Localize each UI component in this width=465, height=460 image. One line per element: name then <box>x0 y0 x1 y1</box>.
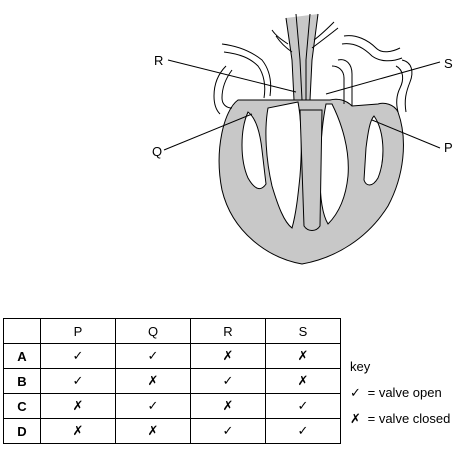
table-cell: ✗ <box>190 343 266 369</box>
table-cell: ✗ <box>40 418 116 444</box>
key-legend: key ✓ = valve open ✗ = valve closed <box>350 354 450 432</box>
table-cell: ✓ <box>265 418 341 444</box>
vessel-right-upper <box>341 35 403 62</box>
septum <box>299 109 323 231</box>
table-cell: ✓ <box>40 368 116 394</box>
label-s: S <box>444 56 453 71</box>
table-cell: ✗ <box>40 393 116 419</box>
valve-table: P Q R S A ✓ ✓ ✗ ✗ B ✓ ✗ ✓ ✗ C ✗ ✓ ✗ ✓ D … <box>3 318 341 444</box>
table-cell: ✗ <box>115 368 191 394</box>
col-header-s: S <box>265 318 341 344</box>
table-corner <box>3 318 41 344</box>
vena-cava <box>213 65 233 115</box>
col-header-q: Q <box>115 318 191 344</box>
leader-line-q <box>163 113 253 151</box>
key-title: key <box>350 359 371 374</box>
right-atrium-cavity <box>241 111 267 189</box>
col-header-r: R <box>190 318 266 344</box>
table-row: C ✗ ✓ ✗ ✓ <box>3 393 341 419</box>
col-header-p: P <box>40 318 116 344</box>
check-icon: ✓ <box>350 385 361 400</box>
row-label-a: A <box>3 343 41 369</box>
key-open-entry: ✓ = valve open <box>350 380 450 406</box>
aorta-branch-right <box>311 21 339 49</box>
table-cell: ✗ <box>190 393 266 419</box>
table-cell: ✓ <box>40 343 116 369</box>
aorta-branch-left <box>271 29 293 53</box>
cross-icon: ✗ <box>350 411 361 426</box>
vessel-right-mid <box>331 59 353 106</box>
table-cell: ✗ <box>265 368 341 394</box>
heart-diagram: R S Q P <box>152 13 453 265</box>
row-label-d: D <box>3 418 41 444</box>
key-closed-text: = valve closed <box>367 411 451 426</box>
leader-line-s <box>325 61 441 95</box>
table-header-row: P Q R S <box>3 318 341 344</box>
aorta-inner <box>295 13 311 101</box>
table-cell: ✓ <box>115 393 191 419</box>
table-cell: ✓ <box>190 418 266 444</box>
label-p: P <box>444 140 453 155</box>
pulmonary-vein <box>395 59 413 113</box>
row-label-b: B <box>3 368 41 394</box>
table-row: D ✗ ✗ ✓ ✓ <box>3 418 341 444</box>
table-cell: ✓ <box>190 368 266 394</box>
label-q: Q <box>152 144 162 159</box>
table-cell: ✓ <box>265 393 341 419</box>
leader-line-p <box>371 119 441 149</box>
vessel-left-outer <box>221 43 272 99</box>
label-r: R <box>154 53 163 68</box>
left-atrium-cavity <box>363 115 384 186</box>
leader-line-r <box>167 59 297 93</box>
aorta <box>285 13 319 101</box>
table-cell: ✗ <box>115 418 191 444</box>
key-open-text: = valve open <box>367 385 442 400</box>
key-closed-entry: ✗ = valve closed <box>350 406 450 432</box>
table-row: B ✓ ✗ ✓ ✗ <box>3 368 341 394</box>
table-cell: ✓ <box>115 343 191 369</box>
row-label-c: C <box>3 393 41 419</box>
table-cell: ✗ <box>265 343 341 369</box>
table-row: A ✓ ✓ ✗ ✗ <box>3 343 341 369</box>
